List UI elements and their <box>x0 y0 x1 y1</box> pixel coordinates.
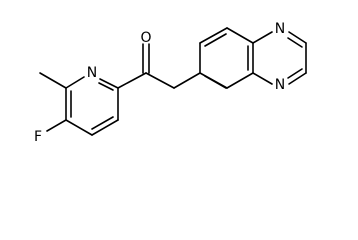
bond-q8a-q8 <box>226 27 254 44</box>
bond-q8-q7-inner <box>204 33 227 47</box>
atom-label-o-carbonyl: O <box>140 30 151 46</box>
bond-q8-q7 <box>199 27 228 44</box>
bond-c4-c3-inner <box>91 116 114 130</box>
bond-n1-q2 <box>288 31 307 44</box>
chemical-structure-diagram: N O F N N <box>34 21 307 145</box>
bond-c6-methyl <box>39 72 67 89</box>
bond-ch2-quinoxaline <box>173 72 201 89</box>
atom-label-n-pyridine: N <box>87 65 97 81</box>
atom-label-n-quinoxaline-bottom: N <box>275 77 285 93</box>
bond-c2-n1 <box>99 78 119 89</box>
atom-label-n-quinoxaline-top: N <box>275 21 285 37</box>
bond-c5-fluoro <box>46 119 67 132</box>
bond-q3-n4 <box>288 72 307 85</box>
bond-q6-q5-inner <box>204 75 227 89</box>
bond-q8a-n1 <box>252 31 273 44</box>
bond-n1-c6 <box>65 76 85 89</box>
bond-lines <box>39 27 307 136</box>
atom-labels: N O F N N <box>34 21 285 145</box>
bond-c4-c3 <box>91 119 119 136</box>
bond-n4-q4a <box>252 72 273 85</box>
bond-q5-q4a <box>226 72 254 89</box>
bond-carbonyl-ch2 <box>145 72 175 89</box>
atom-label-f-fluoro: F <box>34 129 42 145</box>
bond-c2-carbonyl <box>117 72 147 89</box>
bond-n1-q2-inner <box>287 37 303 48</box>
bond-q3-n4-inner <box>287 68 303 79</box>
bond-c2-n1-inner <box>98 82 114 91</box>
bond-c5-c4 <box>65 119 93 136</box>
